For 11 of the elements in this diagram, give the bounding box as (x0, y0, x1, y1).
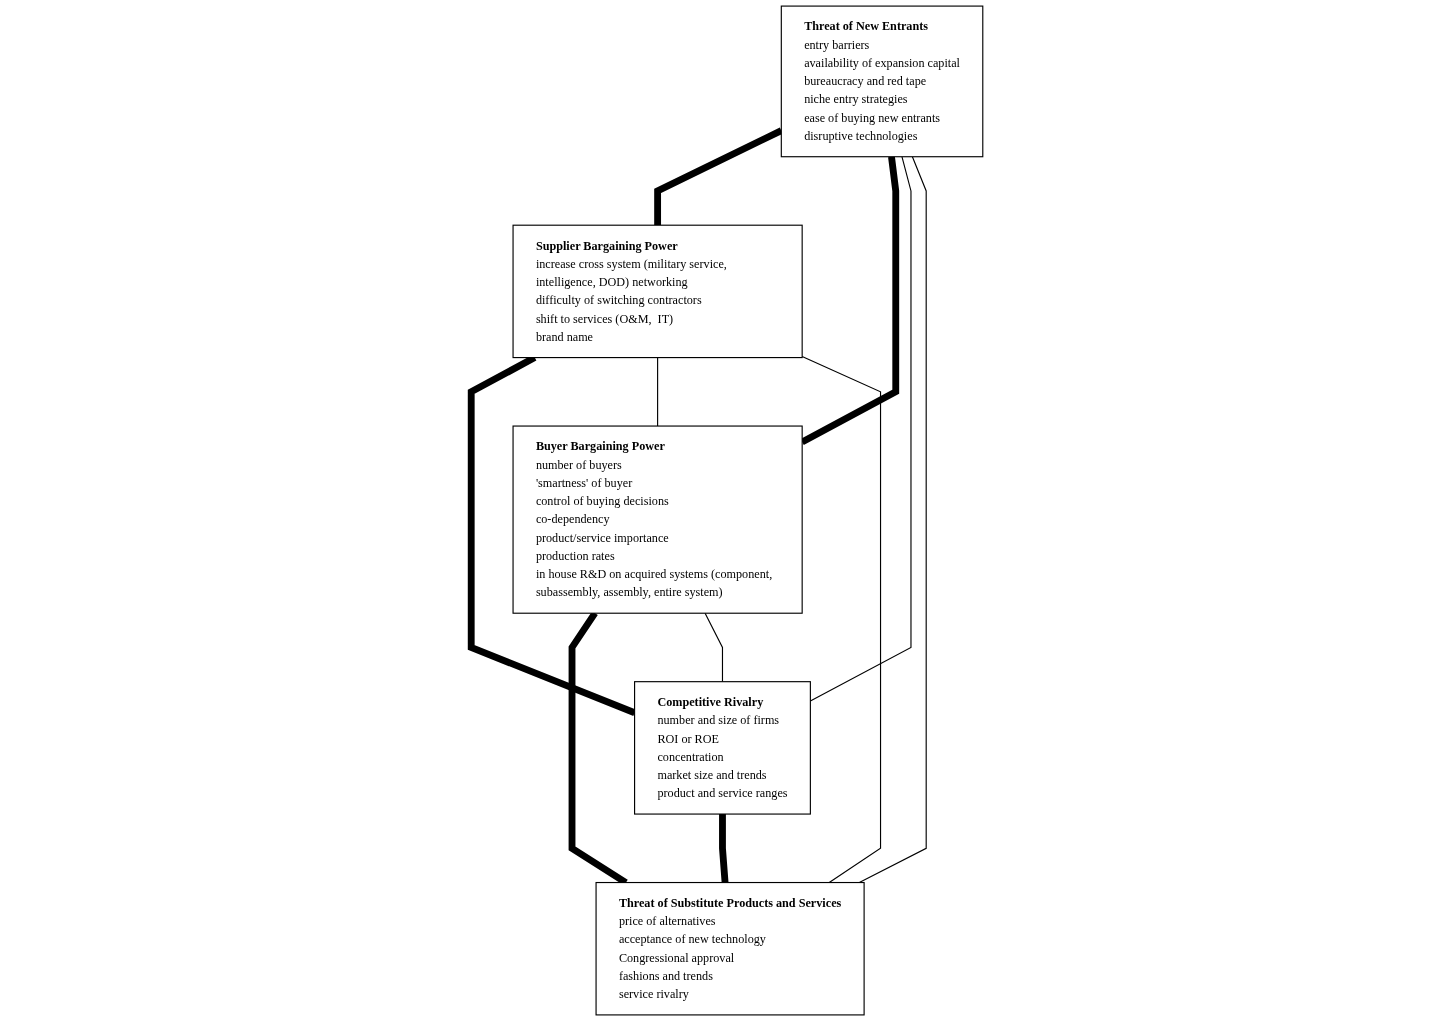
connector (800, 156, 900, 446)
connector (704, 612, 724, 683)
connector (801, 355, 882, 884)
node-box: Threat of New Entrants entry barriers availability of expansion capital bureaucracy and red tape niche entry strategies ease of buying new entrants disruptive technologies (780, 5, 984, 158)
connector (858, 156, 927, 884)
connector (719, 814, 729, 883)
node-box: Supplier Bargaining Power increase cross system (military service, intelligence, DOD) networking difficulty of switching contractors shift to services (O&M, IT) brand name (512, 224, 803, 359)
node-box: Buyer Bargaining Power number of buyers 'smartness' of buyer control of buying decisions co-dependency product/service importance production rates in house R&D on acquired systems (component, subassembly, assembly, entire system) (512, 425, 803, 614)
node-box: Competitive Rivalry number and size of firms ROI or ROE concentration market size and trends product and service ranges (634, 681, 811, 815)
connector (657, 357, 659, 427)
node-box: Threat of Substitute Products and Services price of alternatives acceptance of new technology Congressional approval fashions and trends service rivalry (595, 881, 865, 1016)
